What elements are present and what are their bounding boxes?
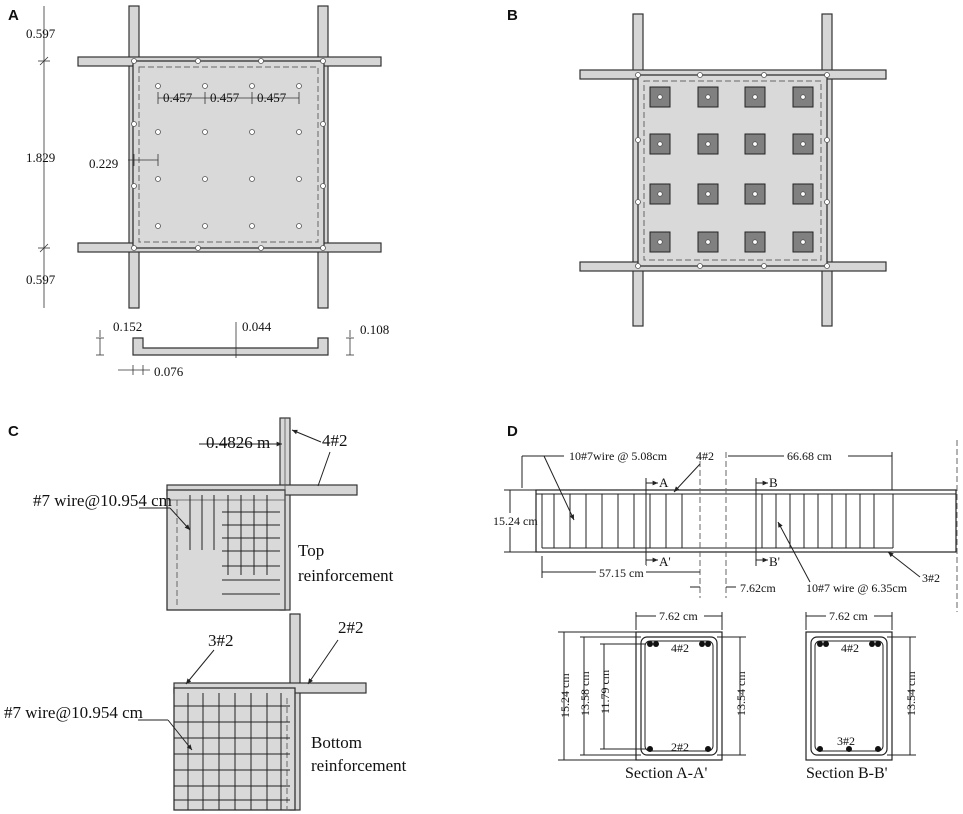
load-pads [635,72,830,269]
label-bottom-edge-bars: 3#2 [208,631,234,650]
section-a-overall-depth: 15.24 cm [558,673,572,718]
panel-d: D A A' B B' 10#7wire @ 5.08cm 4#2 [490,423,958,782]
section-a-title: Section A-A' [625,765,708,782]
dim-spacing-2: 0.457 [210,90,240,105]
section-a-stirrup-inner [644,640,714,752]
section-a-outline [635,631,723,761]
label-stirrups-left: 10#7wire @ 5.08cm [569,449,668,463]
dim-bottom-offset: 0.597 [26,272,56,287]
beam-elevation [535,489,957,553]
section-a-bottom-bars: 2#2 [671,740,689,754]
panel-c: C 0.4826 m 4#2 #7 wire@10.954 cm Top rei… [4,417,407,811]
cut-b-prime: B' [769,554,780,569]
caption-bottom-2: reinforcement [311,756,407,775]
label-beam-depth: 15.24 cm [493,514,538,528]
label-length-right: 66.68 cm [787,449,832,463]
label-gap: 7.62cm [740,581,776,595]
section-b-stirrup-outer [810,636,888,756]
panel-label-a: A [8,7,19,24]
panel-label-d: D [507,423,518,440]
section-a-right-depth: 13.54 cm [734,671,748,716]
label-length-left: 57.15 cm [599,566,644,580]
stirrups-right [761,494,875,548]
dim-spacing-1: 0.457 [163,90,193,105]
section-b-width: 7.62 cm [829,609,868,623]
section-b-right-depth: 13.54 cm [904,671,918,716]
dim-spacing-3: 0.457 [257,90,287,105]
caption-bottom-1: Bottom [311,733,362,752]
slab-cross-section [132,337,329,356]
sensor-points [131,58,326,251]
panel-b: B [507,7,887,327]
panel-label-b: B [507,7,518,24]
label-top-wire: #7 wire@10.954 cm [33,491,172,510]
stirrups-left [553,494,683,548]
cut-a: A [659,475,669,490]
dim-rib-depth: 0.108 [360,322,389,337]
label-top-bars: 4#2 [322,431,348,450]
dim-section-depth: 0.152 [113,319,142,334]
panel-label-c: C [8,423,19,440]
caption-top-1: Top [298,541,324,560]
section-b: 4#2 3#2 7.62 cm 13.54 cm Section B-B' [805,609,918,782]
section-b-title: Section B-B' [806,765,888,782]
label-bottom-wire: #7 wire@10.954 cm [4,703,143,722]
section-a-inner-depth: 11.79 cm [598,669,612,714]
panel-a: A 0.597 1.829 0.597 0.457 [8,5,389,379]
bottom-mesh [174,693,290,810]
dim-edge: 0.229 [89,156,118,171]
cut-b: B [769,475,778,490]
section-b-top-bars: 4#2 [841,641,859,655]
dim-slab-thickness: 0.044 [242,319,272,334]
slab-plan-a [132,60,325,249]
label-top-bars-elev: 4#2 [696,449,714,463]
section-b-outline [805,631,893,761]
label-stirrups-right: 10#7 wire @ 6.35cm [806,581,908,595]
section-a-stirrup-outer [640,636,718,756]
label-bottom-beam-bars: 2#2 [338,618,364,637]
top-mesh [189,495,280,595]
section-a-top-bars: 4#2 [671,641,689,655]
dim-rib-width: 0.076 [154,364,184,379]
slab-edge-dashed [138,66,319,243]
section-b-bottom-bars: 3#2 [837,734,855,748]
section-a-outer-depth: 13.58 cm [578,671,592,716]
section-a-width: 7.62 cm [659,609,698,623]
slab-edge-dashed-b [643,80,822,261]
dim-span: 1.829 [26,150,55,165]
label-bottom-bars-elev: 3#2 [922,571,940,585]
dim-top-offset: 0.597 [26,26,56,41]
caption-top-2: reinforcement [298,566,394,585]
section-a: 4#2 2#2 7.62 cm 15.24 cm 13.58 cm 11.79 … [558,609,748,782]
label-top-dim: 0.4826 m [206,433,270,452]
cut-a-prime: A' [659,554,671,569]
